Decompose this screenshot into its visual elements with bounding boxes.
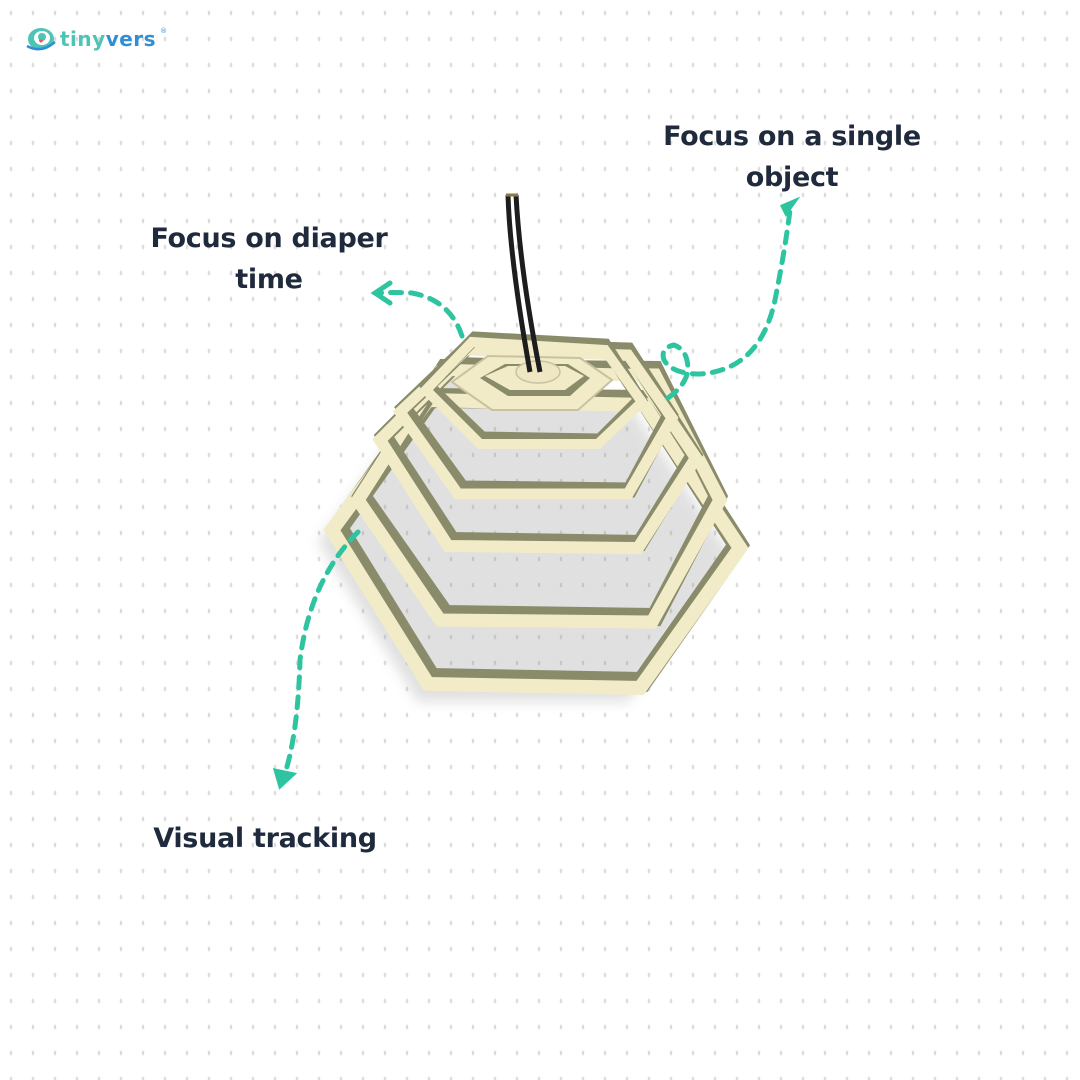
- hanging-string: [505, 193, 543, 373]
- brand-logo: tinyvers ®: [26, 26, 167, 52]
- callout-visual-tracking-line1: Visual tracking: [153, 823, 377, 854]
- arrow-to-single-object: [660, 196, 801, 401]
- brand-wordmark: tinyvers: [60, 27, 156, 51]
- hexagon-center-top: [450, 354, 614, 411]
- brand-name-part2: vers: [105, 27, 157, 51]
- arrowhead-down-icon: [272, 768, 298, 790]
- callout-single-object: Focus on a single object: [650, 116, 934, 198]
- arrow-to-diaper-time: [370, 280, 465, 339]
- arrowhead-left-icon: [370, 280, 393, 306]
- callout-single-object-line2: object: [745, 162, 839, 193]
- arrow-to-visual-tracking: [272, 529, 361, 790]
- hexagon-ring-1: [418, 331, 649, 449]
- callout-visual-tracking: Visual tracking: [140, 818, 390, 859]
- baby-face-logo-icon: [26, 28, 56, 51]
- registered-mark: ®: [160, 27, 168, 35]
- hexagon-mobile: [323, 193, 751, 696]
- callout-diaper-time: Focus on diaper time: [138, 218, 400, 300]
- callout-single-object-line1: Focus on a single: [663, 121, 921, 152]
- brand-name-part1: tiny: [60, 27, 106, 51]
- callout-diaper-time-line2: time: [235, 264, 303, 295]
- callout-diaper-time-line1: Focus on diaper: [150, 223, 388, 254]
- arrowhead-up-icon: [779, 196, 801, 217]
